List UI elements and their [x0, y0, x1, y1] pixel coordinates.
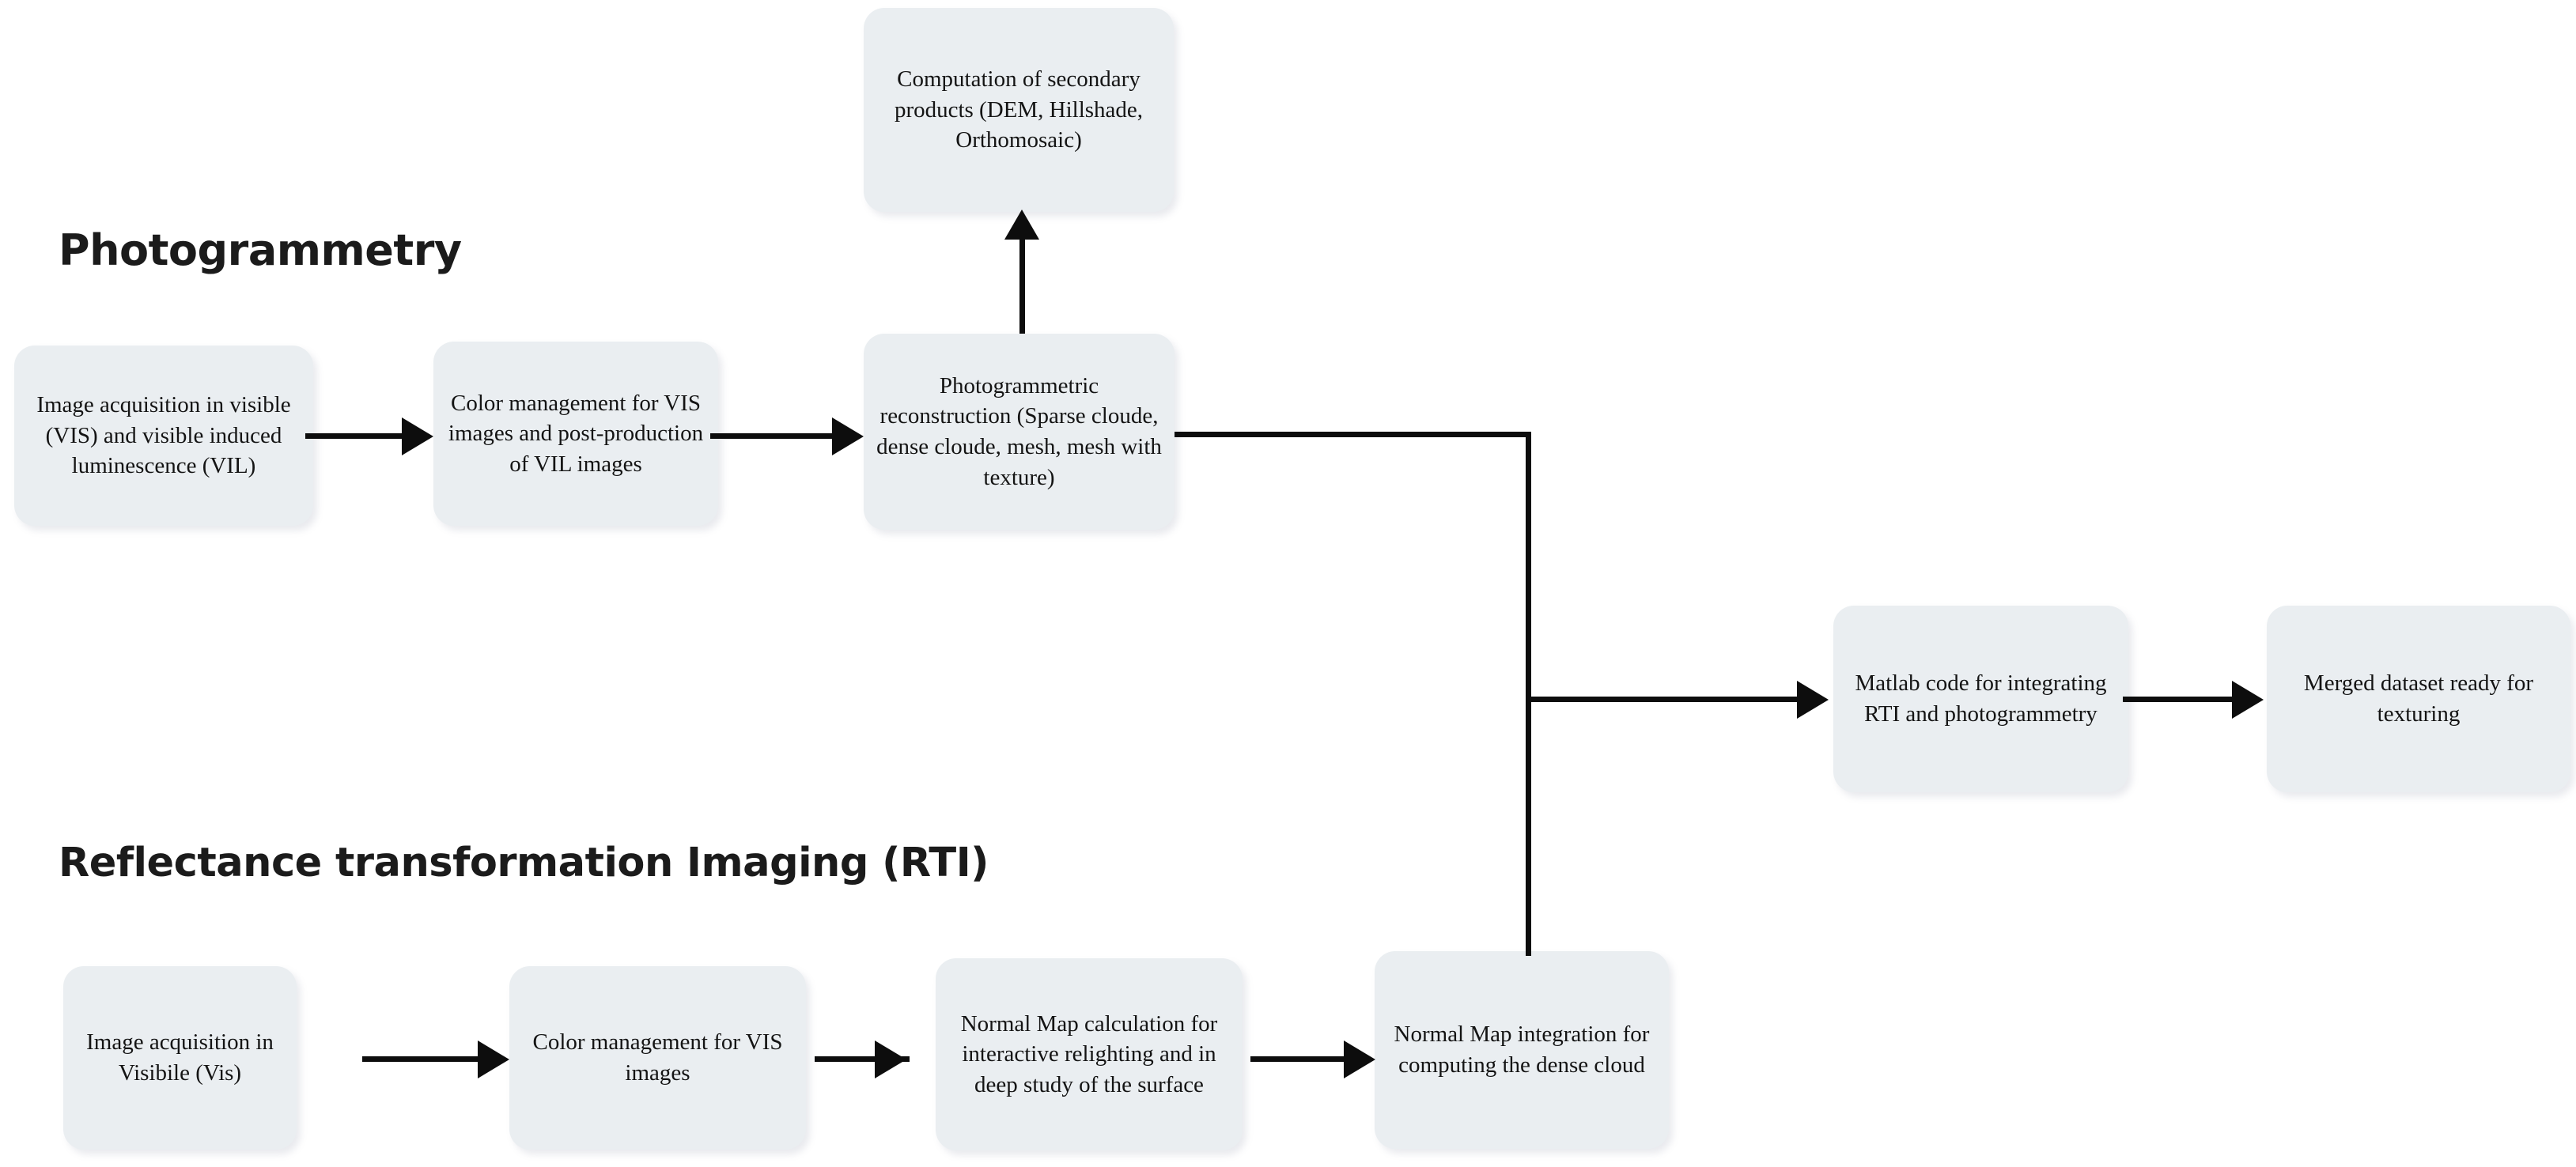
node-label: Image acquisition in Visibile (Vis): [86, 1029, 274, 1086]
edge-line-reconstruction-trunk-horizontal: [1175, 432, 1531, 437]
node-secondary-products[interactable]: Computation of secondary products (DEM, …: [864, 8, 1174, 212]
arrowhead-trunk-to-matlab: [1797, 681, 1829, 719]
edge-line-reconstruction-to-secondary-products: [1019, 237, 1025, 334]
arrowhead-normal-map-calc-to-integration: [1344, 1040, 1375, 1078]
node-color-management-vis-vil[interactable]: Color management for VIS images and post…: [433, 342, 718, 526]
node-label: Color management for VIS images and post…: [448, 390, 704, 477]
arrowhead-acquisition-to-color-management: [402, 417, 433, 455]
arrowhead-color-management-to-reconstruction: [832, 417, 864, 455]
node-vis-vil-acquisition[interactable]: Image acquisition in visible (VIS) and v…: [14, 346, 313, 526]
node-label: Computation of secondary products (DEM, …: [894, 66, 1144, 153]
arrowhead-rti-color-management-to-normal-map: [875, 1040, 906, 1078]
node-label: Normal Map calculation for interactive r…: [960, 1010, 1218, 1097]
node-label: Merged dataset ready for texturing: [2303, 670, 2534, 727]
node-normal-map-integration[interactable]: Normal Map integration for computing the…: [1375, 951, 1669, 1149]
node-rti-color-management[interactable]: Color management for VIS images: [509, 966, 806, 1150]
node-label: Color management for VIS images: [532, 1029, 783, 1086]
node-photogrammetric-reconstruction[interactable]: Photogrammetric reconstruction (Sparse c…: [864, 334, 1175, 530]
edge-line-acquisition-to-color-management: [305, 433, 405, 439]
arrowhead-rti-acquisition-to-color-management: [478, 1040, 509, 1078]
node-rti-acquisition[interactable]: Image acquisition in Visibile (Vis): [63, 966, 297, 1150]
section-heading-rti: Reflectance transformation Imaging (RTI): [59, 840, 989, 886]
edge-line-color-management-to-reconstruction: [710, 433, 835, 439]
edge-line-matlab-to-merged-dataset: [2123, 697, 2235, 702]
edge-line-trunk-vertical: [1526, 432, 1531, 956]
node-normal-map-calculation[interactable]: Normal Map calculation for interactive r…: [936, 958, 1243, 1150]
arrowhead-matlab-to-merged-dataset: [2232, 681, 2264, 719]
edge-line-rti-acquisition-to-color-management: [362, 1056, 481, 1062]
edge-line-normal-map-calc-to-integration: [1250, 1056, 1347, 1062]
edge-line-trunk-to-matlab: [1526, 697, 1799, 702]
section-heading-photogrammetry: Photogrammetry: [59, 225, 462, 275]
edge-line-rti-color-management-to-normal-map: [815, 1056, 910, 1062]
node-matlab-code[interactable]: Matlab code for integrating RTI and phot…: [1833, 606, 2128, 792]
node-label: Photogrammetric reconstruction (Sparse c…: [876, 372, 1162, 490]
node-merged-dataset[interactable]: Merged dataset ready for texturing: [2267, 606, 2570, 792]
node-label: Image acquisition in visible (VIS) and v…: [36, 392, 291, 479]
arrowhead-reconstruction-to-secondary-products: [1004, 210, 1039, 240]
node-label: Matlab code for integrating RTI and phot…: [1855, 670, 2107, 727]
node-label: Normal Map integration for computing the…: [1394, 1022, 1650, 1078]
